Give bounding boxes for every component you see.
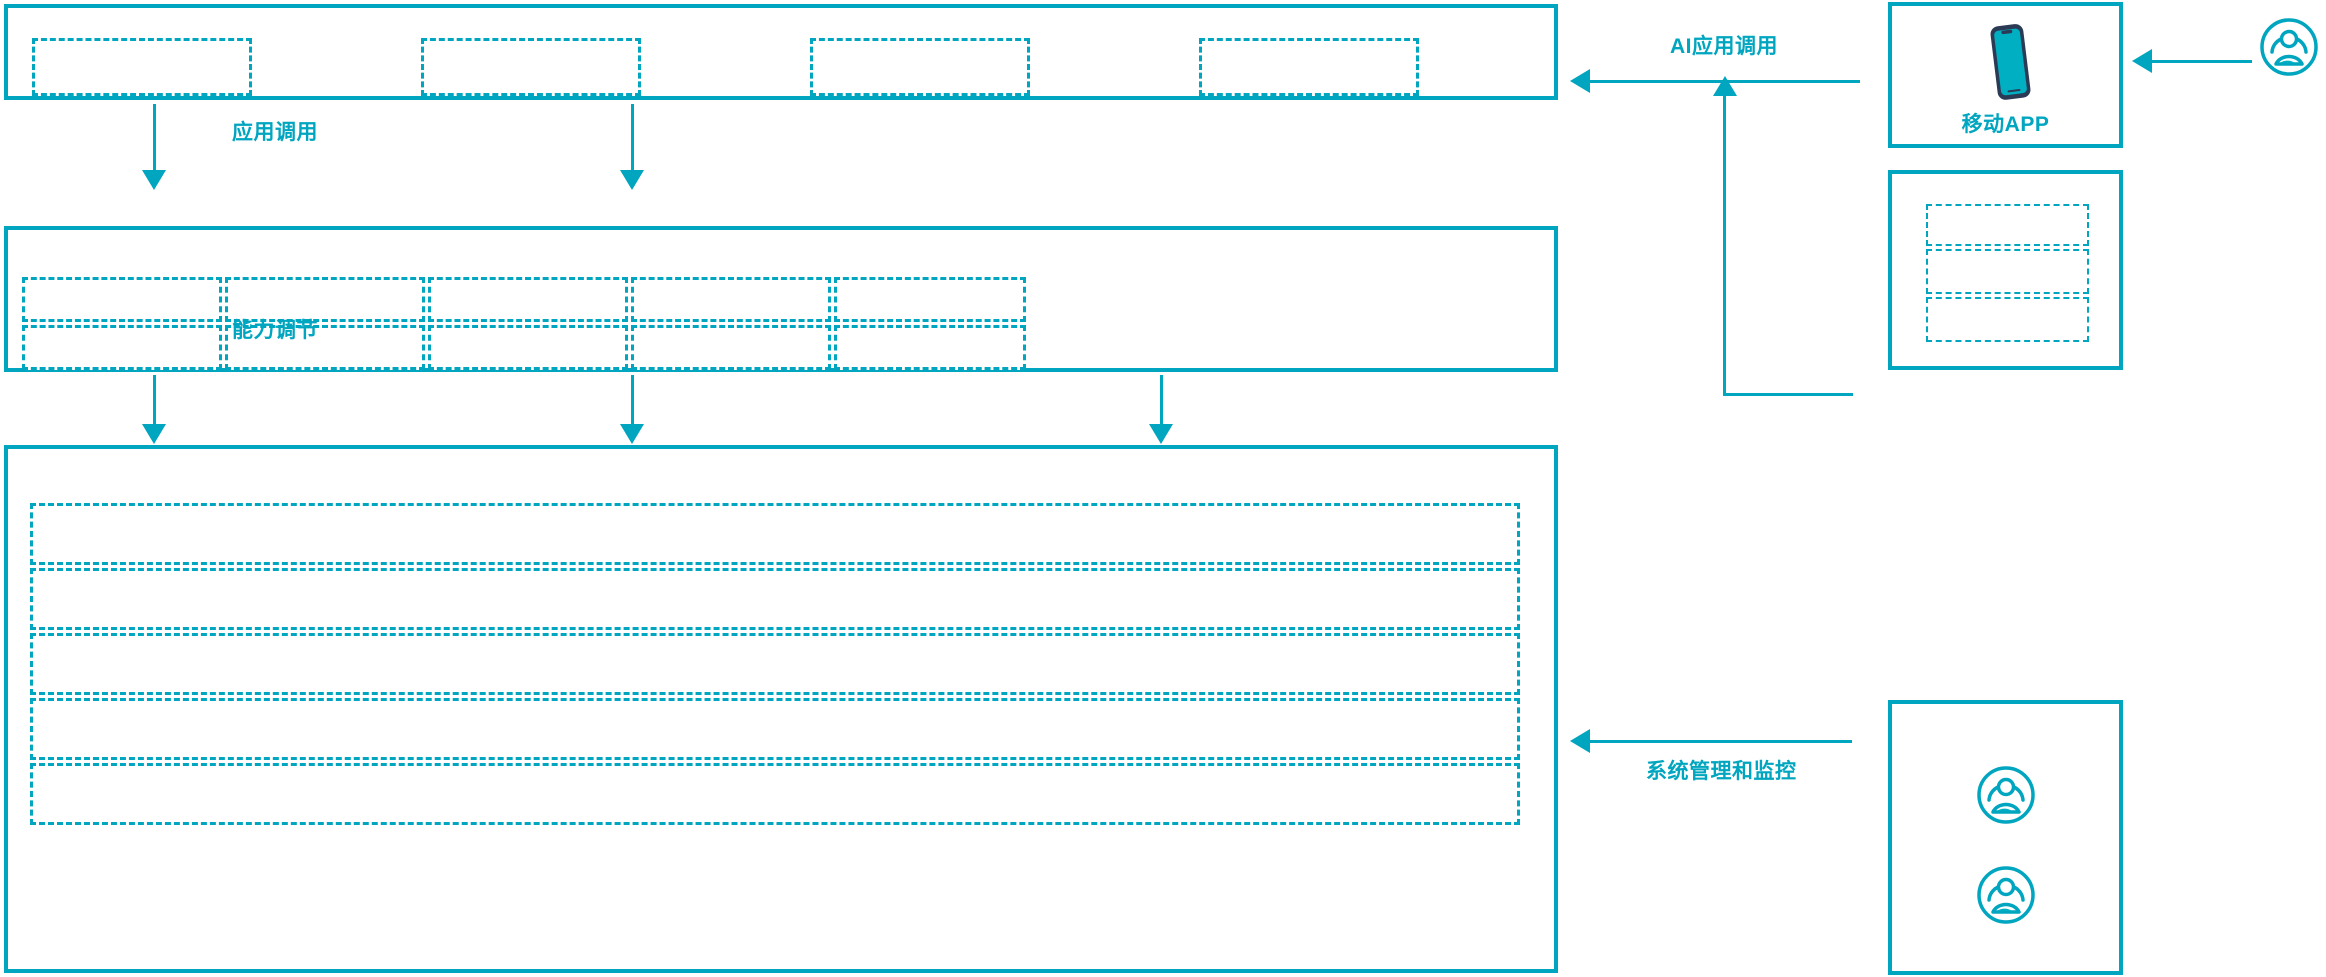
infrastructure-row-5[interactable] — [30, 763, 1520, 825]
system-management-arrow-shaft — [1590, 740, 1852, 743]
application-block-2[interactable] — [421, 38, 641, 96]
capability-block-r2c3[interactable] — [428, 325, 628, 370]
ai-app-invoke-label: AI应用调用 — [1670, 35, 1778, 58]
capability-block-r2c1[interactable] — [22, 325, 222, 370]
capability-block-r1c1[interactable] — [22, 277, 222, 322]
smartphone-icon — [1964, 22, 2056, 102]
external-user-to-app-arrow-head — [2132, 49, 2152, 73]
ai-app-invoke-arrow-head — [1570, 69, 1590, 93]
system-management-arrow-head — [1570, 729, 1590, 753]
app-invoke-arrow-shaft-left — [153, 104, 156, 172]
capability-adjust-arrow-head-3 — [1149, 424, 1173, 444]
capability-adjust-arrow-head-1 — [142, 424, 166, 444]
capability-block-r2c2[interactable] — [225, 325, 425, 370]
operators-card[interactable] — [1888, 700, 2123, 975]
capability-block-r1c5[interactable] — [834, 277, 1026, 322]
mobile-app-card[interactable]: 移动APP — [1888, 2, 2123, 148]
capability-block-r1c4[interactable] — [631, 277, 831, 322]
infrastructure-row-4[interactable] — [30, 698, 1520, 760]
console-riser-arrow-head — [1713, 76, 1737, 96]
console-slot-1[interactable] — [1926, 204, 2089, 246]
capability-block-r1c3[interactable] — [428, 277, 628, 322]
application-block-4[interactable] — [1199, 38, 1419, 96]
capability-block-r1c2[interactable] — [225, 277, 425, 322]
console-slot-3[interactable] — [1926, 297, 2089, 342]
external-user-group-icon[interactable] — [2258, 16, 2320, 78]
app-invoke-arrow-head-right — [620, 170, 644, 190]
system-management-label: 系统管理和监控 — [1646, 760, 1797, 783]
capability-adjust-arrow-shaft-3 — [1160, 375, 1163, 425]
infrastructure-row-2[interactable] — [30, 568, 1520, 630]
capability-block-r2c4[interactable] — [631, 325, 831, 370]
mobile-app-label: 移动APP — [1961, 113, 2050, 136]
capability-adjust-arrow-head-2 — [620, 424, 644, 444]
external-user-to-app-arrow-shaft — [2152, 60, 2252, 63]
operator-user-group-icon-2[interactable] — [1975, 864, 2037, 926]
capability-adjust-label: 能力调节 — [232, 319, 318, 342]
console-card[interactable] — [1888, 170, 2123, 370]
console-riser-shaft — [1723, 95, 1726, 395]
console-slot-2[interactable] — [1926, 249, 2089, 294]
console-riser-elbow — [1723, 393, 1853, 396]
infrastructure-row-3[interactable] — [30, 633, 1520, 695]
infrastructure-row-1[interactable] — [30, 503, 1520, 565]
application-block-1[interactable] — [32, 38, 252, 96]
capability-adjust-arrow-shaft-2 — [631, 375, 634, 425]
capability-block-r2c5[interactable] — [834, 325, 1026, 370]
capability-adjust-arrow-shaft-1 — [153, 375, 156, 425]
operator-user-group-icon-1[interactable] — [1975, 764, 2037, 826]
app-invoke-arrow-head-left — [142, 170, 166, 190]
app-invoke-arrow-shaft-right — [631, 104, 634, 172]
app-invoke-label: 应用调用 — [232, 121, 318, 144]
application-block-3[interactable] — [810, 38, 1030, 96]
